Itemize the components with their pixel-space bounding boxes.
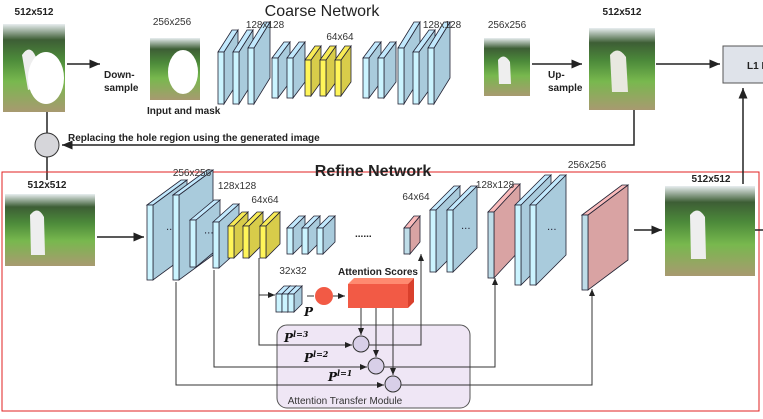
p-l1-label: Pl=1 xyxy=(327,368,352,384)
coarse-size-64: 64x64 xyxy=(326,32,354,43)
more-layers-dots: ··· xyxy=(204,229,214,240)
coarse-layer-block xyxy=(319,44,337,98)
more-layers-dots: ··· xyxy=(166,225,176,236)
coarse-layer-block xyxy=(304,44,322,98)
transfer-node-l3 xyxy=(352,335,370,353)
attention-scores-label: Attention Scores xyxy=(338,267,418,278)
refine-layer-block xyxy=(287,285,303,313)
input-mask-size: 256x256 xyxy=(153,17,192,28)
refine-size-64-right: 64x64 xyxy=(402,192,430,203)
refine-size-128-right: 128x128 xyxy=(476,180,515,191)
coarse-layer-block xyxy=(427,20,451,106)
refine-layer-block xyxy=(580,184,630,291)
coarse-input-size: 512x512 xyxy=(15,7,54,18)
coarse-size-128-left: 128x128 xyxy=(246,20,285,31)
replace-label: Replacing the hole region using the gene… xyxy=(68,133,320,144)
refine-layer-block: ··· xyxy=(446,185,478,273)
coarse-layer-block xyxy=(286,40,306,100)
more-layers-dots: ··· xyxy=(547,225,557,236)
refine-input-size: 512x512 xyxy=(28,180,67,191)
refine-ellipsis: ...... xyxy=(355,229,372,240)
more-layers-dots: ··· xyxy=(461,224,471,235)
coarse-layer-block xyxy=(377,40,397,100)
downsample-label: Down- xyxy=(104,70,135,81)
transfer-node-l1 xyxy=(384,375,402,393)
refine-layer-block xyxy=(242,211,264,259)
p-l3-label: Pl=3 xyxy=(283,329,309,345)
refine-input-photo xyxy=(5,194,95,266)
skip-connections xyxy=(175,254,595,388)
upsample-label-2: sample xyxy=(548,83,583,94)
refine-highlight-rect xyxy=(1,171,760,412)
input-mask-label: Input and mask xyxy=(147,106,221,117)
refine-layer-block xyxy=(259,211,281,259)
refine-size-256-left: 256x256 xyxy=(173,168,212,179)
coarse-output-size: 256x256 xyxy=(488,20,527,31)
refine-layer-block xyxy=(487,182,521,280)
refine-network-blocks: ··· ··· ··· ··· xyxy=(145,169,630,313)
refine-size-128-left: 128x128 xyxy=(218,181,257,192)
refine-layer-block xyxy=(403,214,421,256)
transfer-node-l2 xyxy=(367,357,385,375)
coarse-network-title: Coarse Network xyxy=(265,3,381,20)
p-label: P xyxy=(303,305,314,319)
replace-merge-node xyxy=(34,132,60,158)
p-l2-label: Pl=2 xyxy=(303,349,329,365)
refine-output-photo xyxy=(665,186,755,276)
replace-return-line xyxy=(62,110,635,150)
coarse-input-photo xyxy=(3,24,65,112)
attention-scores-block xyxy=(348,278,414,308)
coarse-upsampled-photo xyxy=(589,28,655,110)
refine-layer-block xyxy=(316,215,336,255)
refine-size-64-left: 64x64 xyxy=(251,195,279,206)
coarse-layer-block xyxy=(247,20,271,106)
coarse-output-photo xyxy=(484,38,530,96)
refine-network-title: Refine Network xyxy=(315,163,432,180)
refine-output-size: 512x512 xyxy=(692,174,731,185)
refine-size-256-right: 256x256 xyxy=(568,160,607,171)
coarse-upsampled-size: 512x512 xyxy=(603,7,642,18)
to-32x32-line xyxy=(258,258,275,298)
refine-layer-block: ··· xyxy=(529,174,567,286)
size-32x32: 32x32 xyxy=(279,266,307,277)
similarity-node xyxy=(315,287,333,305)
atm-label: Attention Transfer Module xyxy=(288,396,403,407)
upsample-label: Up- xyxy=(548,70,565,81)
downsample-label-2: sample xyxy=(104,83,139,94)
coarse-size-128-right: 128x128 xyxy=(423,20,462,31)
l1-loss-label: L1 L xyxy=(747,61,763,72)
coarse-layer-block xyxy=(334,44,352,98)
input-mask-photo xyxy=(150,38,200,100)
l1-loss-box xyxy=(722,45,763,84)
coarse-network-blocks xyxy=(217,20,451,106)
